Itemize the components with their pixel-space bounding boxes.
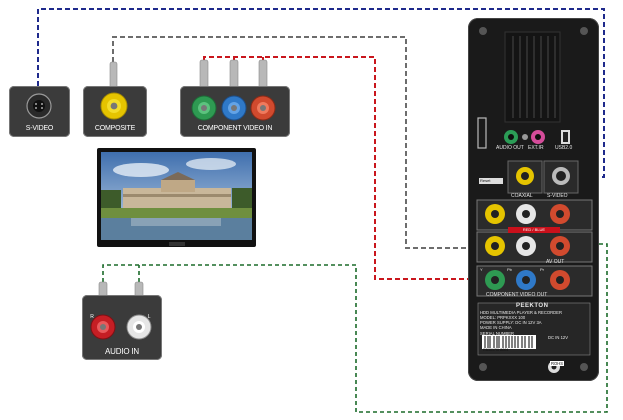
- component-cable-y: [203, 56, 492, 280]
- brand-label: PEEKTON: [516, 303, 549, 309]
- ext-ir-label: EXT.IR: [528, 145, 544, 151]
- svideo-label: S-VIDEO: [25, 125, 54, 132]
- audio-in-label: AUDIO IN: [105, 347, 139, 356]
- info-line-3: POWER SUPPLY: DC IN 12V 3A: [480, 320, 542, 325]
- svideo-out-label: S-VIDEO: [547, 193, 568, 199]
- rohs-label: ROHS: [550, 361, 565, 366]
- composite-jack-icon: [100, 92, 128, 120]
- component-jacks-icon: [191, 95, 276, 121]
- barcode-text: RB30170H8001: [483, 348, 509, 352]
- reset-label: Reset: [480, 178, 491, 183]
- audio-l-label: L: [147, 314, 151, 320]
- tv: [97, 148, 256, 247]
- audio-out-label: AUDIO OUT: [496, 145, 524, 151]
- info-line-2: MODEL: PRPKXXX 100: [480, 315, 526, 320]
- tv-stand: [169, 242, 185, 246]
- pr-label: Pr: [540, 267, 544, 272]
- av-out-label: AV OUT: [546, 259, 565, 265]
- tv-screen-image: [101, 152, 252, 240]
- red-strip: RED / BLUE: [508, 227, 560, 233]
- player-rear-graphics: [476, 27, 593, 373]
- usb-label: USB2.0: [555, 145, 573, 151]
- component-out-label: COMPONENT VIDEO OUT: [486, 292, 548, 298]
- audio-cable-r: [102, 243, 608, 413]
- info-line-1: HDD MULTIMEDIA PLAYER & RECORDER: [480, 310, 562, 315]
- serial-label: SERIAL NUMBER: [480, 331, 515, 336]
- composite-label: COMPOSITE: [94, 125, 136, 132]
- info-line-4: MADE IN CHINA: [480, 325, 512, 330]
- y-label: Y: [480, 267, 483, 272]
- coaxial-label: COAXIAL: [511, 193, 533, 199]
- audio-jacks-icon: [90, 314, 152, 340]
- component-label: COMPONENT VIDEO IN: [197, 125, 273, 132]
- audio-r-label: R: [90, 314, 94, 320]
- dc-in-label: DC IN 12V: [548, 335, 569, 340]
- pb-label: Pb: [507, 267, 512, 272]
- svideo-jack-icon: [26, 93, 52, 119]
- composite-cable: [112, 36, 492, 249]
- svideo-cable: [37, 8, 605, 178]
